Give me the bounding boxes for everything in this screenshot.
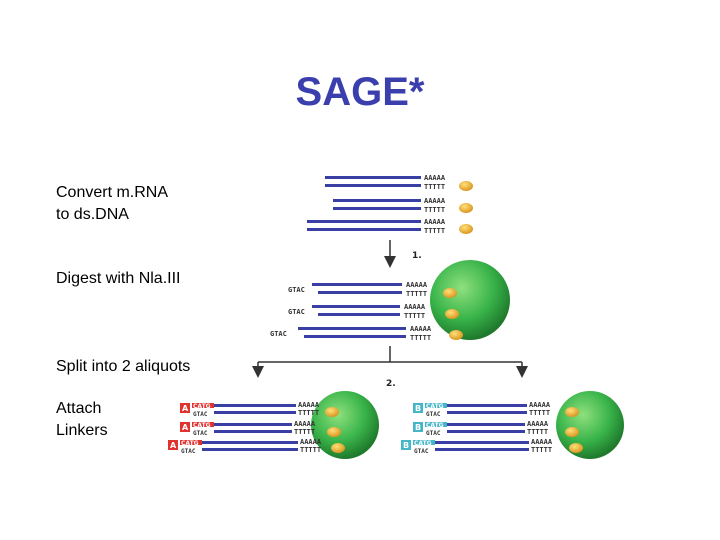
polyt-label: TTTTT bbox=[531, 446, 552, 454]
site-linker-label: CATG bbox=[181, 440, 199, 447]
cdna-strand: AAAAA TTTTT bbox=[333, 197, 473, 214]
step-convert-label: Convert m.RNA to ds.DNA bbox=[56, 182, 168, 226]
page-title: SAGE* bbox=[295, 70, 425, 114]
cdna-strand: AAAAA TTTTT bbox=[325, 174, 473, 191]
cdna-group: AAAAA TTTTT AAAAA TTTTT AAAAA TTTTT bbox=[307, 174, 473, 235]
site-label: GTAC bbox=[426, 411, 441, 418]
cap-icon bbox=[449, 330, 463, 340]
polyt-label: TTTTT bbox=[529, 409, 550, 417]
polya-label: AAAAA bbox=[529, 401, 551, 409]
cap-icon bbox=[443, 288, 457, 298]
polyt-label: TTTTT bbox=[424, 206, 445, 214]
cap-icon bbox=[569, 443, 583, 453]
polyt-label: TTTTT bbox=[424, 183, 445, 191]
site-label: GTAC bbox=[288, 286, 305, 294]
aliquot-a-group: A CATG GTAC AAAAA TTTTT A CATG GTAC AAAA… bbox=[168, 391, 379, 459]
linker-a-label: A bbox=[182, 404, 189, 413]
step-convert-line2: to ds.DNA bbox=[56, 206, 129, 223]
polyt-label: TTTTT bbox=[424, 227, 445, 235]
polyt-label: TTTTT bbox=[294, 428, 315, 436]
cap-icon bbox=[459, 181, 473, 191]
linked-strand: A CATG GTAC AAAAA TTTTT bbox=[180, 420, 341, 437]
step-attach-line2: Linkers bbox=[56, 422, 108, 439]
step-convert-line1: Convert m.RNA bbox=[56, 184, 169, 201]
digested-strand: GTAC AAAAA TTTTT bbox=[288, 303, 459, 320]
site-linker-label: CATG bbox=[193, 422, 211, 429]
site-linker-label: CATG bbox=[193, 403, 211, 410]
linked-strand: B CATG GTAC AAAAA TTTTT bbox=[413, 420, 579, 437]
site-label: GTAC bbox=[414, 448, 429, 455]
cap-icon bbox=[565, 407, 579, 417]
digested-strand: GTAC AAAAA TTTTT bbox=[288, 281, 457, 298]
linker-a-box bbox=[168, 440, 178, 450]
cap-icon bbox=[327, 427, 341, 437]
polyt-label: TTTTT bbox=[527, 428, 548, 436]
site-linker-label: CATG bbox=[426, 403, 444, 410]
site-label: GTAC bbox=[193, 430, 208, 437]
linker-a-label: A bbox=[182, 423, 189, 432]
linked-strand: B CATG GTAC AAAAA TTTTT bbox=[413, 401, 579, 418]
polya-label: AAAAA bbox=[424, 197, 446, 205]
linked-strand: A CATG GTAC AAAAA TTTTT bbox=[180, 401, 339, 418]
polya-label: AAAAA bbox=[298, 401, 320, 409]
site-linker-label: CATG bbox=[426, 422, 444, 429]
polya-label: AAAAA bbox=[404, 303, 426, 311]
site-label: GTAC bbox=[288, 308, 305, 316]
linker-b-label: B bbox=[403, 441, 409, 450]
site-label: GTAC bbox=[426, 430, 441, 437]
digested-group: GTAC AAAAA TTTTT GTAC AAAAA TTTTT GTAC A… bbox=[270, 260, 510, 342]
bead-icon bbox=[311, 391, 379, 459]
site-label: GTAC bbox=[181, 448, 196, 455]
polya-label: AAAAA bbox=[527, 420, 549, 428]
linker-b-label: B bbox=[415, 404, 421, 413]
step-attach-label: Attach Linkers bbox=[56, 398, 108, 442]
bead-icon bbox=[430, 260, 510, 340]
polya-label: AAAAA bbox=[531, 438, 553, 446]
polyt-label: TTTTT bbox=[404, 312, 425, 320]
cdna-strand: AAAAA TTTTT bbox=[307, 218, 473, 235]
cap-icon bbox=[445, 309, 459, 319]
linker-b-box bbox=[401, 440, 411, 450]
polya-label: AAAAA bbox=[424, 174, 446, 182]
linker-b-label: B bbox=[415, 423, 421, 432]
linker-a-box bbox=[180, 422, 190, 432]
polyt-label: TTTTT bbox=[300, 446, 321, 454]
step2-label: 2. bbox=[386, 379, 396, 389]
linked-strand: A CATG GTAC AAAAA TTTTT bbox=[168, 438, 345, 455]
linker-b-box bbox=[413, 403, 423, 413]
cap-icon bbox=[565, 427, 579, 437]
polya-label: AAAAA bbox=[410, 325, 432, 333]
site-label: GTAC bbox=[193, 411, 208, 418]
cap-icon bbox=[459, 203, 473, 213]
polya-label: AAAAA bbox=[406, 281, 428, 289]
polya-label: AAAAA bbox=[294, 420, 316, 428]
polyt-label: TTTTT bbox=[406, 290, 427, 298]
polya-label: AAAAA bbox=[300, 438, 322, 446]
step-attach-line1: Attach bbox=[56, 400, 102, 417]
linker-a-box bbox=[180, 403, 190, 413]
linker-b-box bbox=[413, 422, 423, 432]
polya-label: AAAAA bbox=[424, 218, 446, 226]
polyt-label: TTTTT bbox=[410, 334, 431, 342]
bead-icon bbox=[556, 391, 624, 459]
cap-icon bbox=[459, 224, 473, 234]
digested-strand: GTAC AAAAA TTTTT bbox=[270, 325, 463, 342]
cap-icon bbox=[325, 407, 339, 417]
cap-icon bbox=[331, 443, 345, 453]
linker-a-label: A bbox=[170, 441, 177, 450]
site-linker-label: CATG bbox=[414, 440, 432, 447]
polyt-label: TTTTT bbox=[298, 409, 319, 417]
aliquot-b-group: B CATG GTAC AAAAA TTTTT B CATG GTAC AAAA… bbox=[401, 391, 624, 459]
linked-strand: B CATG GTAC AAAAA TTTTT bbox=[401, 438, 583, 455]
step-digest-label: Digest with Nla.III bbox=[56, 270, 181, 287]
site-label: GTAC bbox=[270, 330, 287, 338]
step1-label: 1. bbox=[412, 251, 422, 261]
step-split-label: Split into 2 aliquots bbox=[56, 358, 191, 375]
